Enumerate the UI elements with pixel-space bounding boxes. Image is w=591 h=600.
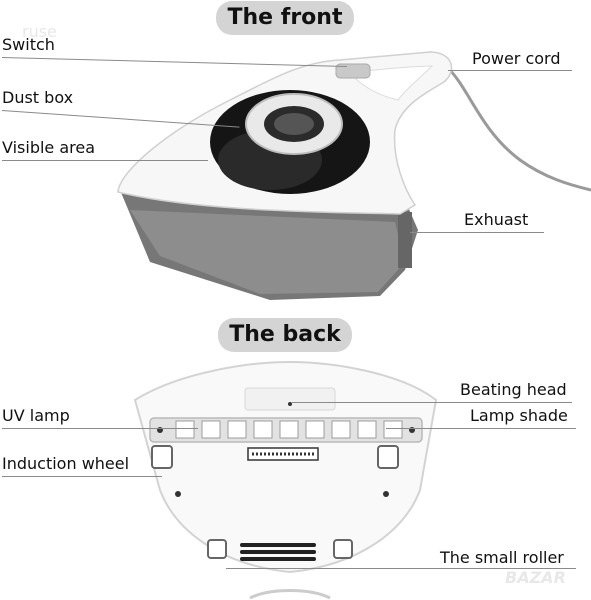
label-small-roller: The small roller	[440, 548, 564, 567]
leader-lamp-shade	[386, 428, 576, 429]
label-beating-head: Beating head	[460, 380, 567, 399]
leader-power-cord	[448, 70, 572, 71]
label-switch: Switch	[2, 35, 55, 54]
front-title: The front	[216, 1, 354, 35]
label-uv-lamp: UV lamp	[2, 406, 70, 425]
leader-beating-head	[292, 402, 572, 403]
leader-small-roller	[226, 568, 576, 569]
label-induction-wheel: Induction wheel	[2, 454, 130, 473]
back-title: The back	[218, 318, 352, 352]
leader-exhuast	[410, 232, 544, 233]
vacuum-front-illustration	[117, 51, 591, 300]
label-visible-area: Visible area	[2, 138, 96, 157]
leader-induction-wheel	[2, 476, 162, 477]
label-exhuast: Exhuast	[464, 210, 529, 229]
watermark-bottom: BAZAR	[505, 568, 566, 587]
label-power-cord: Power cord	[472, 49, 561, 68]
label-lamp-shade: Lamp shade	[470, 406, 568, 425]
watermark-top: ruse	[22, 22, 57, 41]
label-dust-box: Dust box	[2, 88, 74, 107]
leader-uv-lamp	[2, 428, 198, 429]
leader-visible-area	[2, 160, 208, 161]
